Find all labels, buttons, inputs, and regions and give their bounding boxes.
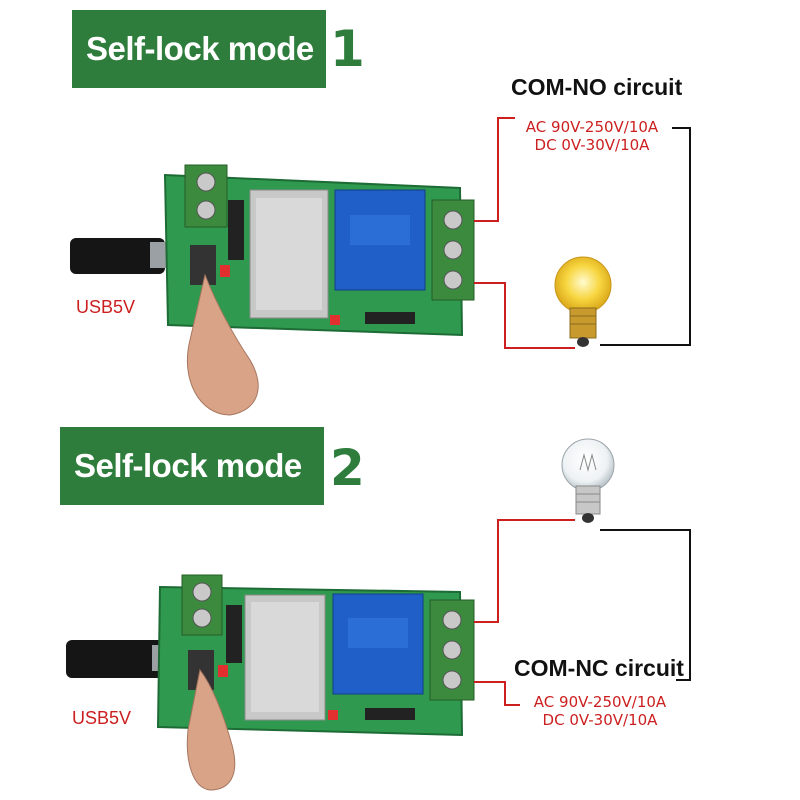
mode-1-number: 1: [330, 20, 365, 78]
finger-2: [186, 668, 236, 791]
circuit-wires-1: [474, 117, 691, 349]
mode-2-title: Self-lock mode: [74, 447, 302, 484]
com-no-rating: AC 90V-250V/10A DC 0V-30V/10A: [512, 118, 672, 154]
mode-2-banner: Self-lock mode: [60, 427, 324, 505]
mode-1-title: Self-lock mode: [86, 30, 314, 67]
com-nc-rating-dc: DC 0V-30V/10A: [542, 711, 658, 729]
com-nc-rating-ac: AC 90V-250V/10A: [533, 693, 667, 711]
usb-label-2: USB5V: [72, 708, 132, 728]
com-nc-circuit-title: COM-NC circuit: [514, 655, 684, 681]
mode-1-banner: Self-lock mode: [72, 10, 326, 88]
finger-1: [186, 273, 259, 416]
relay-board-2: [66, 574, 475, 791]
com-nc-rating: AC 90V-250V/10A DC 0V-30V/10A: [520, 693, 680, 729]
light-bulb-on-icon: [554, 256, 612, 347]
relay-board-1: [70, 164, 475, 416]
com-no-circuit-title: COM-NO circuit: [511, 74, 683, 100]
mode-2-number: 2: [330, 439, 365, 497]
com-no-rating-ac: AC 90V-250V/10A: [525, 118, 659, 136]
circuit-wires-2: [474, 519, 691, 706]
push-button-1: [190, 245, 216, 285]
usb-cable-2: [66, 640, 166, 678]
usb-label-1: USB5V: [76, 297, 136, 317]
com-no-rating-dc: DC 0V-30V/10A: [534, 136, 650, 154]
light-bulb-off-icon: [561, 438, 615, 523]
usb-cable-1: [70, 238, 165, 274]
